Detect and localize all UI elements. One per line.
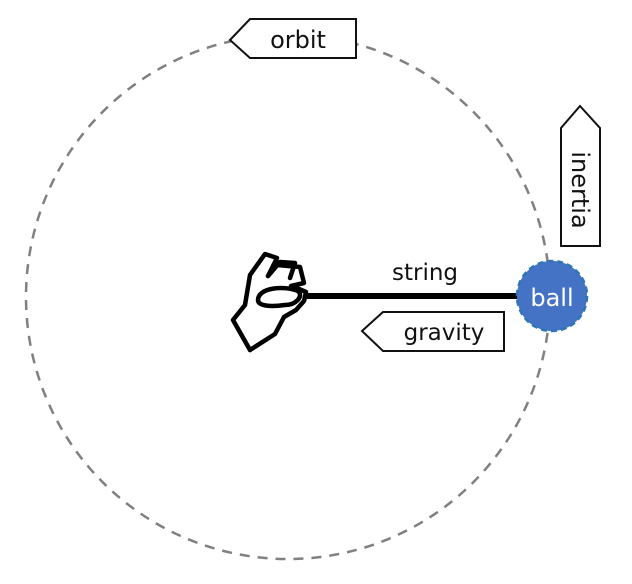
orbit-callout: orbit — [228, 18, 357, 59]
inertia-label: inertia — [566, 151, 594, 228]
string-label: string — [392, 260, 458, 286]
pinching-hand-icon — [230, 251, 309, 353]
gravity-label: gravity — [404, 320, 485, 346]
gravity-callout: gravity — [360, 311, 505, 352]
inertia-callout: inertia — [560, 104, 601, 247]
ball-label: ball — [530, 284, 573, 312]
orbit-label: orbit — [270, 26, 326, 54]
ball: ball — [515, 259, 589, 333]
